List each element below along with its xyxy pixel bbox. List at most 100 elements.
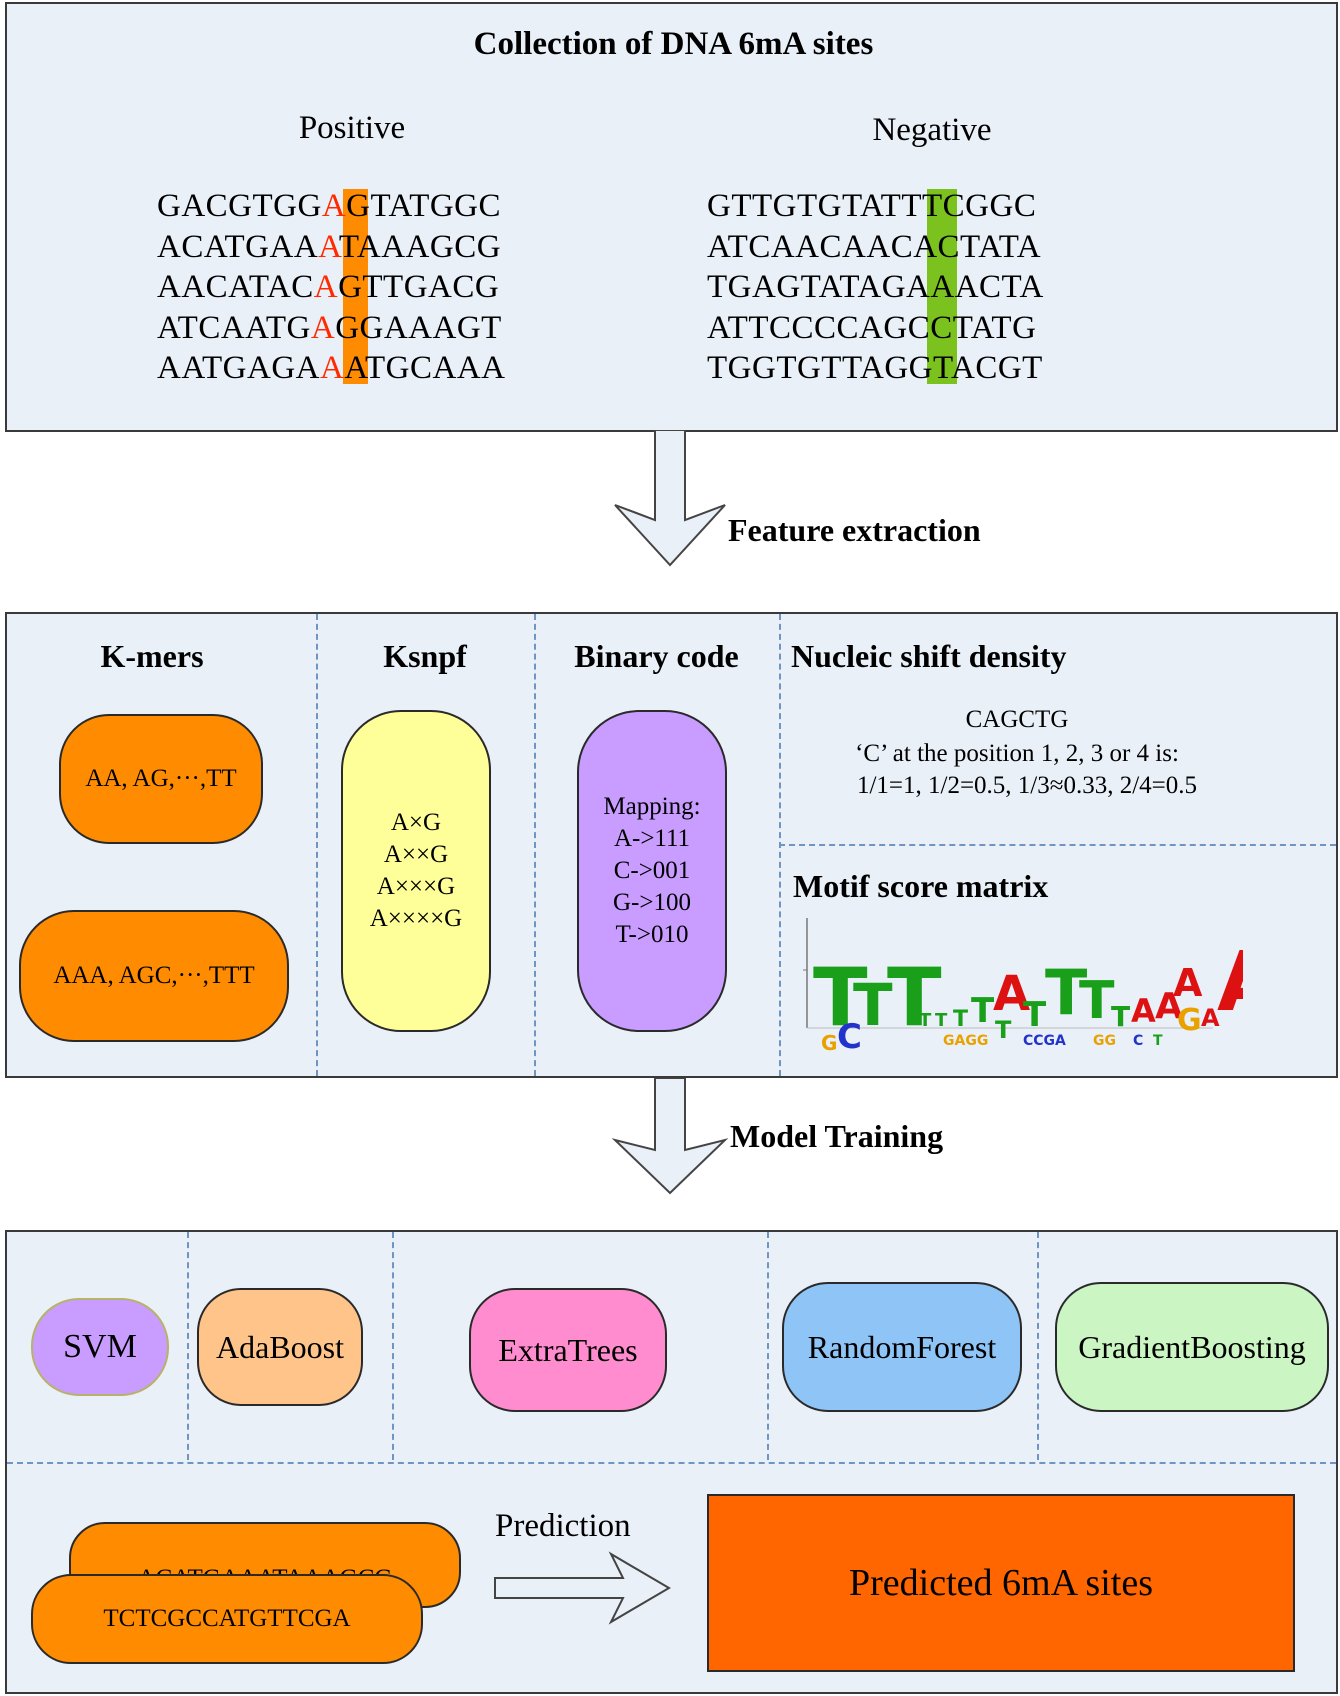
svg-text:A: A <box>1155 986 1183 1027</box>
svg-text:GG: GG <box>1093 1033 1116 1049</box>
ksnpf-title: Ksnpf <box>383 638 467 674</box>
positive-label: Positive <box>298 110 406 146</box>
nsd-title: Nucleic shift density <box>791 638 1067 674</box>
svg-text:G: G <box>821 1031 837 1055</box>
sequence-suffix: GCCTATG <box>883 309 1037 346</box>
kmers-2mer-pill: AA, AG,···,TT <box>59 714 263 844</box>
sequence-site: A <box>859 350 885 386</box>
sequence-site: A <box>866 228 891 265</box>
binary-pill: Mapping: A->111 C->001 G->100 T->010 <box>577 710 727 1032</box>
feature-extraction-arrow-icon <box>614 430 726 567</box>
sequence-suffix: GTTGACG <box>338 269 500 305</box>
model-gradientboosting-label: GradientBoosting <box>1078 1328 1306 1365</box>
sequence-prefix: TGGTGTT <box>707 350 860 386</box>
sequence-logo-icon: T T T C G T T T T A T T T T T A A A G A … <box>803 918 1243 1057</box>
sequence-site: A <box>318 228 339 265</box>
features-panel: K-mers AA, AG,···,TT AAA, AGC,···,TTT Ks… <box>5 612 1338 1078</box>
sequence-prefix: GTTGTGT <box>707 188 860 224</box>
svg-text:A: A <box>1173 961 1203 1005</box>
svg-text:A: A <box>1131 992 1156 1030</box>
sequence-suffix: TAAAGCG <box>338 228 502 265</box>
kmers-3mer-pill: AAA, AGC,···,TTT <box>19 910 289 1042</box>
svg-text:T: T <box>995 1016 1012 1044</box>
sequence-suffix: GAAACTA <box>881 269 1044 305</box>
nsd-sequence: CAGCTG <box>965 706 1069 733</box>
sequence-suffix: ATGCAAA <box>344 350 506 386</box>
model-svm: SVM <box>31 1298 169 1396</box>
sequence-suffix: GGAAAGT <box>335 309 502 346</box>
svg-text:T: T <box>1079 971 1115 1031</box>
svg-text:T: T <box>919 1010 932 1031</box>
sequence-prefix: ATTCCCC <box>707 309 860 346</box>
svg-text:A: A <box>993 966 1030 1022</box>
ksnpf-line: A××G <box>383 841 449 868</box>
sequence-row: TGAGTATAGAAACTA <box>707 269 1044 306</box>
divider <box>187 1232 189 1460</box>
input-sequence-front: TCTCGCCATGTTCGA <box>31 1574 423 1664</box>
sequence-site: A <box>859 188 881 224</box>
sequence-prefix: ATCAACA <box>707 228 867 265</box>
sequence-prefix: AACATAC <box>157 269 314 305</box>
svg-text:T: T <box>1023 995 1047 1035</box>
svg-text:GAGG: GAGG <box>943 1033 988 1049</box>
sequence-prefix: GACGTGG <box>157 188 322 224</box>
sequence-prefix: AATGAGA <box>157 350 320 386</box>
sequence-site: A <box>313 269 339 305</box>
kmers-3mer-text: AAA, AGC,···,TTT <box>53 962 255 989</box>
model-training-label: Model Training <box>730 1118 944 1154</box>
binary-line: A->111 <box>613 825 691 852</box>
sequence-prefix: ATCAATG <box>157 309 311 346</box>
svg-text:CCGA: CCGA <box>1023 1033 1066 1049</box>
model-randomforest: RandomForest <box>782 1282 1022 1412</box>
svg-text:T: T <box>887 951 942 1044</box>
sequence-prefix: ACATGAA <box>157 228 319 265</box>
sequence-site: A <box>859 309 884 346</box>
collection-title: Collection of DNA 6mA sites <box>473 26 874 62</box>
positive-site-highlight <box>343 189 368 384</box>
collection-panel: Collection of DNA 6mA sites Positive Neg… <box>5 2 1338 432</box>
kmers-title: K-mers <box>100 638 204 674</box>
sequence-row: ATTCCCCAGCCTATG <box>707 310 1036 347</box>
divider <box>779 844 1336 846</box>
model-training-arrow-icon <box>611 1078 729 1195</box>
model-gradientboosting: GradientBoosting <box>1055 1282 1329 1412</box>
svg-text:C: C <box>1133 1033 1143 1049</box>
binary-line: C->001 <box>613 857 691 884</box>
sequence-suffix: TTTCGGC <box>880 188 1037 224</box>
nsd-description: ‘C’ at the position 1, 2, 3 or 4 is: <box>855 740 1179 767</box>
nsd-values: 1/1=1, 1/2=0.5, 1/3≈0.33, 2/4=0.5 <box>856 772 1198 799</box>
divider <box>534 614 536 1076</box>
prediction-arrow-icon <box>494 1551 671 1625</box>
sequence-suffix: GGTACGT <box>884 350 1043 386</box>
predicted-sites-label: Predicted 6mA sites <box>849 1562 1153 1604</box>
feature-extraction-label: Feature extraction <box>728 512 981 548</box>
sequence-row: ATCAACAACACTATA <box>707 229 1041 266</box>
svg-text:A: A <box>1201 1004 1220 1032</box>
svg-text:T: T <box>813 951 868 1044</box>
models-panel: SVM AdaBoost ExtraTrees RandomForest Gra… <box>5 1230 1338 1694</box>
model-randomforest-label: RandomForest <box>807 1328 997 1365</box>
model-adaboost-label: AdaBoost <box>216 1328 344 1365</box>
ksnpf-line: A×G <box>390 809 442 836</box>
predicted-sites-box: Predicted 6mA sites <box>707 1494 1295 1672</box>
sequence-suffix: GTATGGC <box>346 188 502 224</box>
sequence-site: A <box>321 188 347 224</box>
svg-text:T: T <box>1153 1033 1163 1049</box>
binary-title: Binary code <box>574 638 739 674</box>
binary-line: G->100 <box>613 889 691 916</box>
sequence-site: A <box>310 309 336 346</box>
svg-text:C: C <box>837 1017 862 1057</box>
ksnpf-pill: A×G A××G A×××G A××××G <box>341 710 491 1032</box>
model-svm-label: SVM <box>63 1328 137 1365</box>
divider <box>1037 1232 1039 1460</box>
svg-text:T: T <box>1045 956 1087 1029</box>
sequence-suffix: CACTATA <box>890 228 1042 265</box>
svg-text:A: A <box>1217 935 1243 1030</box>
kmers-2mer-text: AA, AG,···,TT <box>85 765 237 792</box>
svg-text:T: T <box>853 971 893 1039</box>
motif-title: Motif score matrix <box>793 868 1049 904</box>
sequence-row: ACATGAAATAAAGCG <box>157 229 501 266</box>
divider <box>7 1462 1336 1464</box>
input-sequence-front-text: TCTCGCCATGTTCGA <box>103 1605 351 1632</box>
svg-text:T: T <box>1111 1000 1130 1033</box>
